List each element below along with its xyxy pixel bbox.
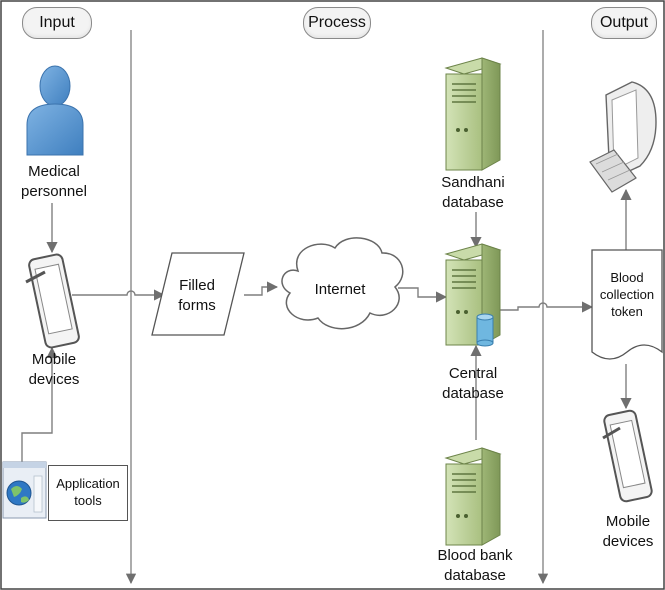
label-mobile-devices-left: Mobile devices [28,351,80,388]
person-icon [26,65,84,156]
label-filled-forms: Filled forms [178,277,216,314]
label-application-tools: Application tools [56,476,120,508]
cloud-icon [281,237,404,330]
lane-header-output: Output [591,7,657,39]
label-blood-bank-database: Blood bank database [437,547,513,584]
server-icon-sandhani [444,57,502,171]
filled-forms-shape [151,252,245,336]
label-blood-collection-token: Blood collection token [599,270,655,319]
token-shape [591,249,663,360]
label-sandhani-database: Sandhani database [441,174,505,211]
arrow-central-to-token [500,301,594,313]
tablet-icon-right [602,409,653,503]
arrow-forms-to-internet [244,281,279,296]
label-central-database: Central database [442,365,504,402]
server-icon-bloodbank [444,447,502,546]
label-internet: Internet [314,281,366,298]
arrow-internet-to-central [398,287,448,303]
lane-header-input: Input [22,7,92,39]
app-tools-icon [2,461,47,519]
label-medical-personnel: Medical personnel [21,163,87,200]
server-icon-central [444,243,502,346]
label-mobile-devices-right: Mobile devices [602,513,654,550]
computer-icon [589,81,657,193]
arrow-device-to-forms [72,289,166,301]
application-tools-box: Application tools [48,465,128,521]
arrow-tools-to-device [21,346,58,462]
database-icon [476,313,494,347]
lane-header-process: Process [303,7,371,39]
tablet-icon-left [25,253,80,349]
